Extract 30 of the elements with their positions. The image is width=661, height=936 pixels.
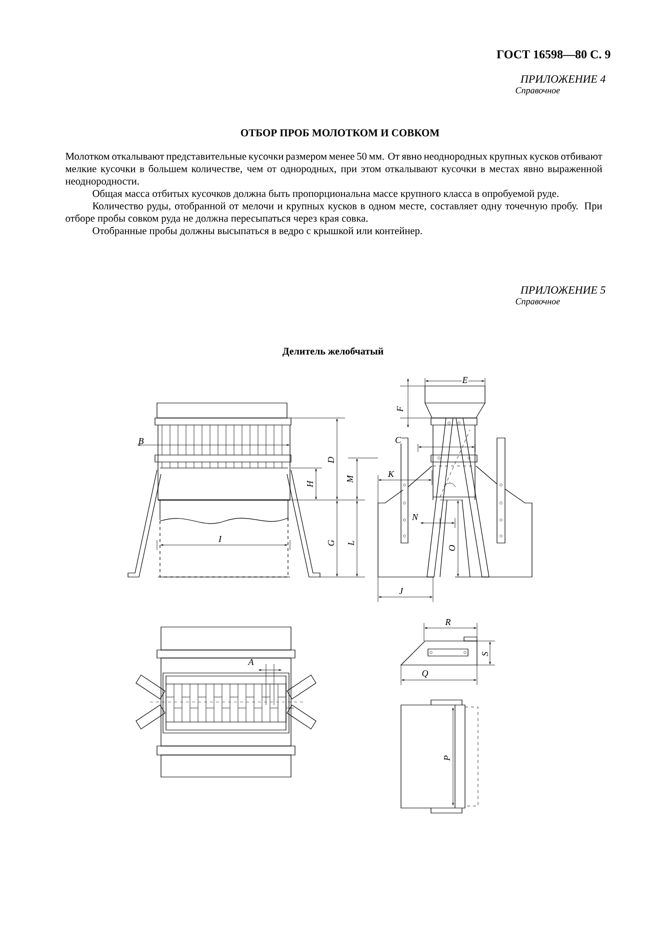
dimension-label: M (347, 474, 353, 483)
dimension-label: R (445, 619, 451, 625)
dimension-label: H (307, 480, 313, 488)
paragraph: Отобранные пробы должны высыпаться в ведро с крышкой или контейнер. (92, 226, 422, 236)
dimension-label: C (396, 436, 402, 444)
diagram-title: Делитель желобчатый (282, 347, 384, 357)
paragraph: Количество руды, отобранной от мелочи и крупных кусков в одном месте, составляет одну точечную пробу. При отборе пробы совком руда не должна пересыпаться через края совка. (66, 202, 602, 224)
dimension-label: P (444, 755, 450, 761)
page-header: ГОСТ 16598—80 С. 9 (496, 50, 610, 58)
dimension-label: Q (422, 670, 428, 678)
dimension-label: E (462, 377, 468, 383)
dimension-label: F (397, 406, 403, 412)
dimension-label: O (448, 544, 456, 551)
dimension-label: N (412, 514, 418, 520)
dimension-label: J (399, 588, 404, 594)
paragraph: Общая масса отбитых кусочков должна быть пропорциональна массе крупного класса в опробуемой руде. (92, 190, 558, 200)
dimension-label: I (218, 536, 222, 542)
dimension-label: K (388, 471, 394, 477)
paragraph: Молотком откалывают представительные кусочки размером менее 50 мм. От явно неоднородных крупных кусков отбивают мелкие кусочки в большем количестве, чем от однородных, при этом откалывают кусочки в местах явно выраженной неоднородности. (66, 152, 602, 187)
dimension-label: G (328, 540, 334, 546)
dimension-label: A (248, 659, 254, 665)
appendix-heading: ПРИЛОЖЕНИЕ 5 (520, 286, 606, 294)
note: Справочное (516, 87, 560, 96)
note: Справочное (516, 298, 560, 306)
dimension-label: L (348, 540, 354, 546)
dimension-label: S (482, 652, 488, 656)
dimension-label: D (328, 456, 334, 464)
section-heading: ОТБОР ПРОБ МОЛОТКОМ И СОВКОМ (240, 129, 440, 136)
appendix-heading: ПРИЛОЖЕНИЕ 4 (520, 75, 606, 83)
dimension-label: B (138, 438, 144, 444)
